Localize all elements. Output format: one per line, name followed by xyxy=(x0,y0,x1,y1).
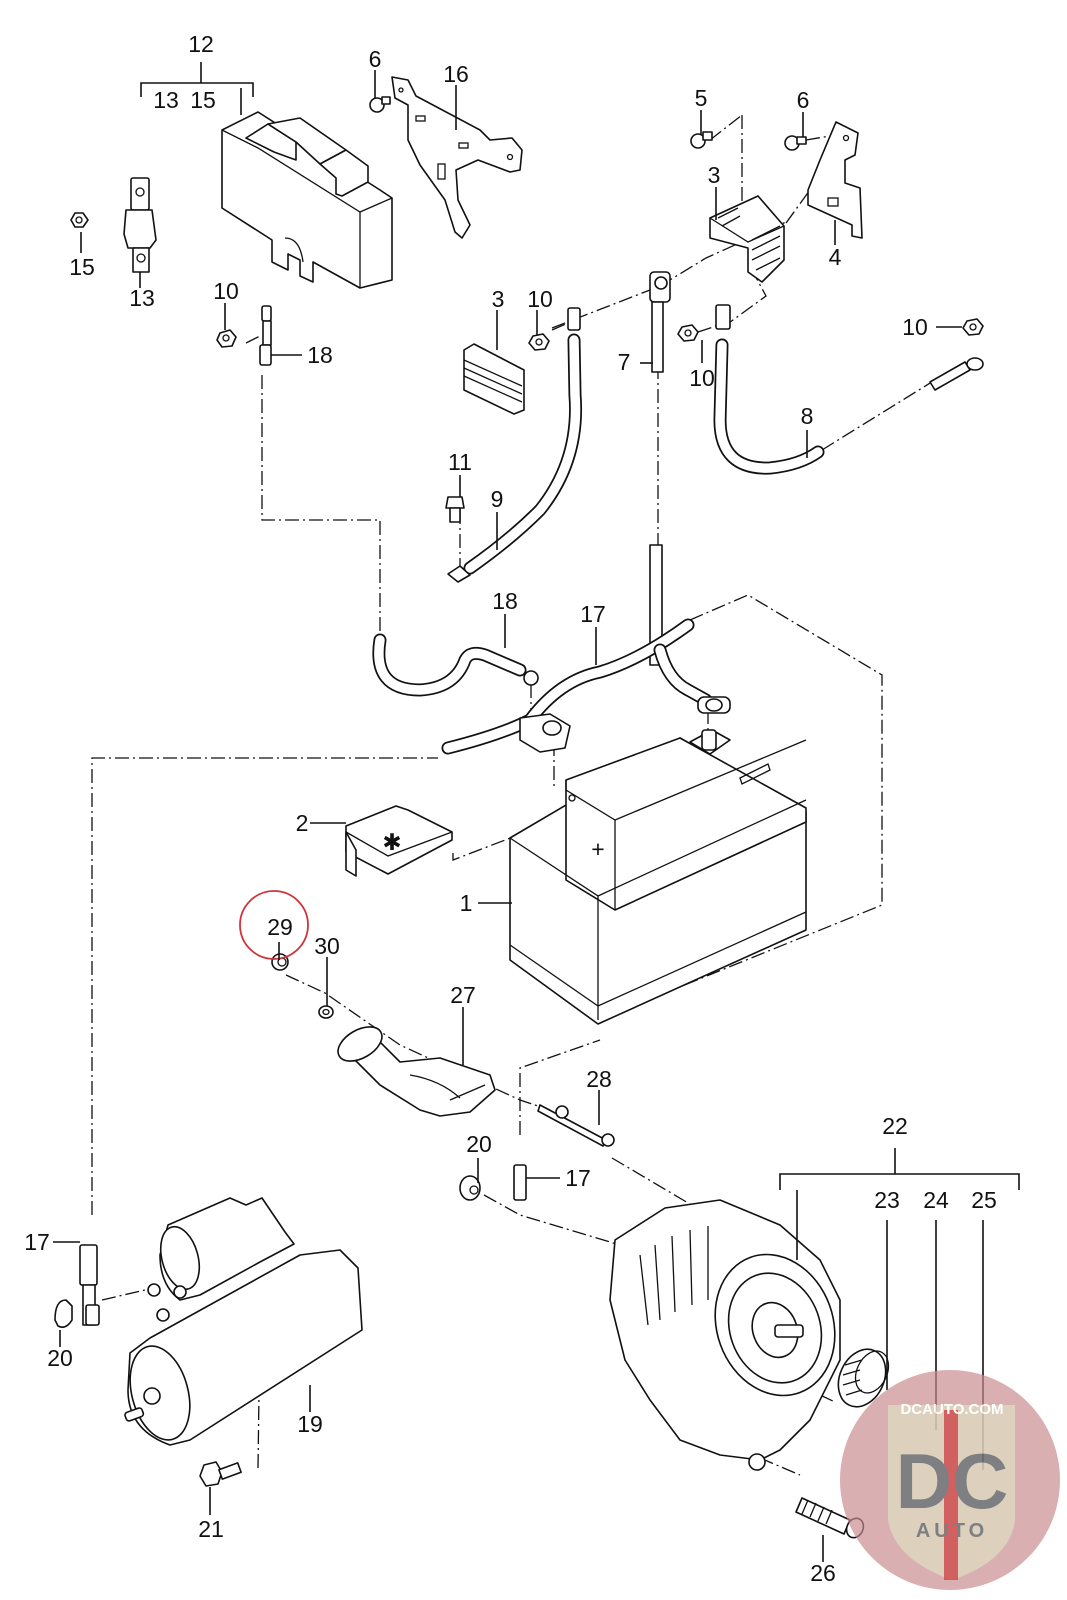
label-29: 29 xyxy=(267,914,293,940)
part-6-screw-b xyxy=(784,135,807,151)
label-22: 22 xyxy=(882,1113,908,1139)
watermark-word: AUTO xyxy=(916,1520,988,1542)
part-labels: 12 13 15 6 16 15 13 5 6 3 4 10 18 3 10 7… xyxy=(24,31,997,1586)
label-2: 2 xyxy=(296,810,309,836)
label-20a: 20 xyxy=(466,1131,492,1157)
part-23-pulley xyxy=(837,1348,890,1408)
label-19: 19 xyxy=(297,1411,323,1437)
label-10a: 10 xyxy=(213,278,239,304)
watermark-site: DCAUTO.COM xyxy=(900,1401,1003,1418)
label-16: 16 xyxy=(443,61,469,87)
label-5: 5 xyxy=(695,85,708,111)
label-12: 12 xyxy=(188,31,214,57)
part-12-fuse-box xyxy=(221,111,393,289)
cover-symbol: ✱ xyxy=(382,829,401,855)
label-6: 6 xyxy=(369,46,382,72)
part-11-bolt xyxy=(445,496,465,523)
label-18a: 18 xyxy=(307,342,333,368)
part-10-nut-a xyxy=(216,329,237,348)
part-10-nut-c xyxy=(677,324,699,342)
label-11: 11 xyxy=(448,449,472,475)
part-3-battery-terminal-cover xyxy=(709,195,785,283)
part-2-cover xyxy=(345,805,453,877)
part-21-bolt xyxy=(199,1461,242,1487)
part-27-air-duct xyxy=(337,1026,496,1117)
part-18-cable-middle xyxy=(372,633,539,697)
dcauto-watermark: DCAUTO.COM DC AUTO xyxy=(840,1370,1060,1590)
label-24: 24 xyxy=(923,1187,949,1213)
label-10b: 10 xyxy=(527,286,553,312)
part-22-alternator xyxy=(609,1199,841,1471)
label-27: 27 xyxy=(450,982,476,1008)
label-1: 1 xyxy=(460,890,473,916)
part-6-screw-a xyxy=(369,96,391,113)
label-7: 7 xyxy=(618,349,631,375)
part-5-screw xyxy=(690,131,713,149)
label-6b: 6 xyxy=(797,87,810,113)
part-17-cable-middle xyxy=(441,618,731,755)
part-17-connector-b xyxy=(79,1244,100,1326)
part-7-cable xyxy=(649,271,671,666)
part-16-bracket xyxy=(391,76,523,239)
label-15-group: 15 xyxy=(190,87,216,113)
part-4-bracket xyxy=(807,121,863,239)
label-8: 8 xyxy=(801,403,814,429)
part-15-nut xyxy=(70,212,89,228)
part-17-connector-a xyxy=(513,1164,527,1201)
part-19-starter-motor xyxy=(124,1197,363,1446)
label-17b: 17 xyxy=(565,1165,591,1191)
watermark-initials: DC xyxy=(896,1437,1009,1525)
label-26: 26 xyxy=(810,1560,836,1586)
label-17c: 17 xyxy=(24,1229,50,1255)
part-18-cable-top xyxy=(259,305,272,366)
part-10-nut-b xyxy=(528,333,550,351)
label-13: 13 xyxy=(129,285,155,311)
label-23: 23 xyxy=(874,1187,900,1213)
label-21: 21 xyxy=(198,1516,224,1542)
part-28-stud xyxy=(537,1104,615,1147)
label-20b: 20 xyxy=(47,1345,73,1371)
label-9: 9 xyxy=(491,486,504,512)
label-15: 15 xyxy=(69,254,95,280)
battery-plus-symbol: + xyxy=(591,836,604,862)
label-17a: 17 xyxy=(580,601,606,627)
highlight-circle-29 xyxy=(239,890,309,960)
label-10c: 10 xyxy=(689,365,715,391)
part-13-fuse xyxy=(123,177,157,273)
part-10-nut-d xyxy=(962,318,984,336)
label-13-group: 13 xyxy=(153,87,179,113)
label-30: 30 xyxy=(314,933,340,959)
part-3-cover-b xyxy=(463,343,525,415)
part-1-battery xyxy=(509,729,807,1025)
part-20-nut-b xyxy=(54,1299,73,1328)
label-4: 4 xyxy=(829,244,842,270)
label-18b: 18 xyxy=(492,588,518,614)
leader-lines xyxy=(53,62,1020,1562)
part-20-nut-a xyxy=(459,1175,481,1201)
label-10d: 10 xyxy=(902,314,928,340)
part-8-cable xyxy=(713,304,984,475)
label-28: 28 xyxy=(586,1066,612,1092)
label-3b: 3 xyxy=(492,286,505,312)
label-3: 3 xyxy=(708,162,721,188)
part-30-washer xyxy=(318,1005,334,1019)
label-25: 25 xyxy=(971,1187,997,1213)
